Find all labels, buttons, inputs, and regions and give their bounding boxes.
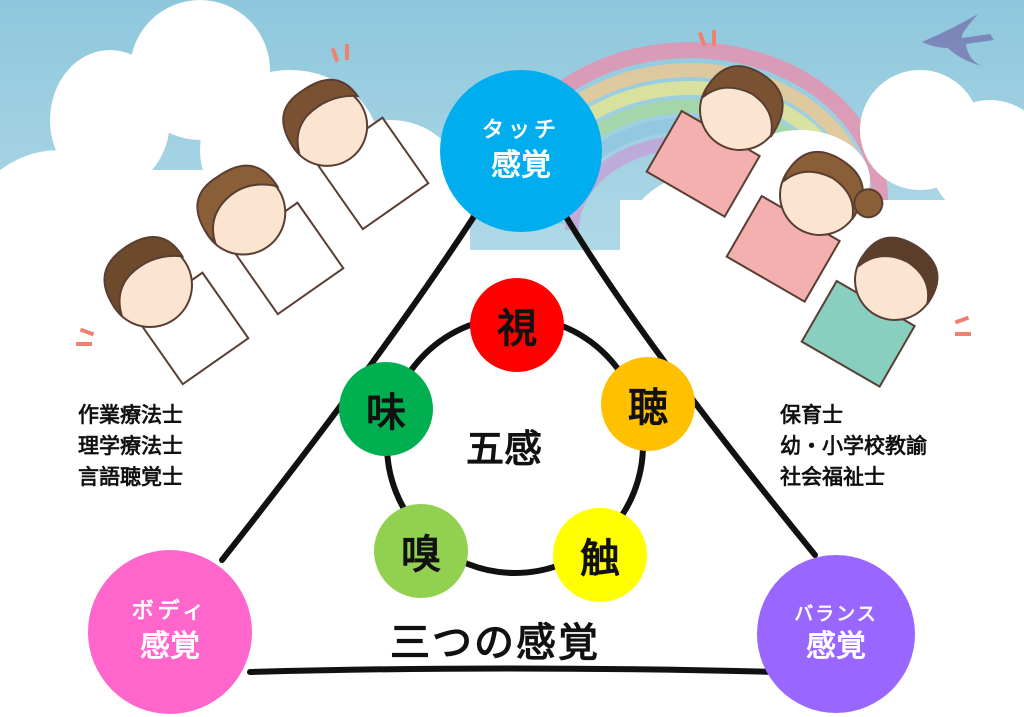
balance-sense-suffix: 感覚: [806, 628, 866, 664]
sense-touch-label: 触: [580, 536, 620, 582]
balance-sense-label: バランス: [794, 603, 878, 626]
childcare-workers-illustration: [645, 65, 939, 388]
sense-sight-label: 視: [497, 306, 537, 352]
sense-touch: 触: [553, 508, 647, 602]
sense-taste: 味: [339, 362, 433, 456]
job-speech-therapist: 言語聴覚士: [78, 465, 183, 489]
sparkle-marks: [76, 30, 971, 346]
job-social-worker: 社会福祉士: [780, 465, 885, 489]
therapist-jobs-list: 作業療法士 理学療法士 言語聴覚士: [78, 400, 183, 493]
touch-sense-label: タッチ: [481, 118, 560, 144]
touch-sense-circle: タッチ 感覚: [440, 70, 602, 232]
sense-smell: 嗅: [374, 504, 468, 598]
sense-smell-label: 嗅: [401, 532, 441, 578]
cloud-right: [620, 70, 1024, 320]
job-nursery-teacher: 保育士: [780, 403, 843, 427]
sense-sight: 視: [470, 278, 564, 372]
job-occupational-therapist: 作業療法士: [78, 403, 183, 427]
five-senses-label: 五感: [466, 427, 543, 471]
body-sense-suffix: 感覚: [140, 628, 200, 664]
job-school-teacher: 幼・小学校教諭: [780, 434, 927, 458]
touch-sense-suffix: 感覚: [491, 147, 551, 183]
sense-hearing: 聴: [601, 357, 695, 451]
childcare-jobs-list: 保育士 幼・小学校教諭 社会福祉士: [780, 400, 927, 493]
swallow-icon: [922, 14, 994, 66]
body-sense-label: ボディ: [131, 599, 209, 625]
balance-sense-circle: バランス 感覚: [757, 555, 915, 713]
sense-taste-label: 味: [366, 390, 406, 436]
sense-hearing-label: 聴: [628, 385, 668, 431]
therapists-illustration: [103, 78, 430, 386]
job-physical-therapist: 理学療法士: [78, 434, 183, 458]
body-sense-circle: ボディ 感覚: [88, 550, 252, 714]
diagram-title: 三つの感覚: [390, 620, 600, 666]
